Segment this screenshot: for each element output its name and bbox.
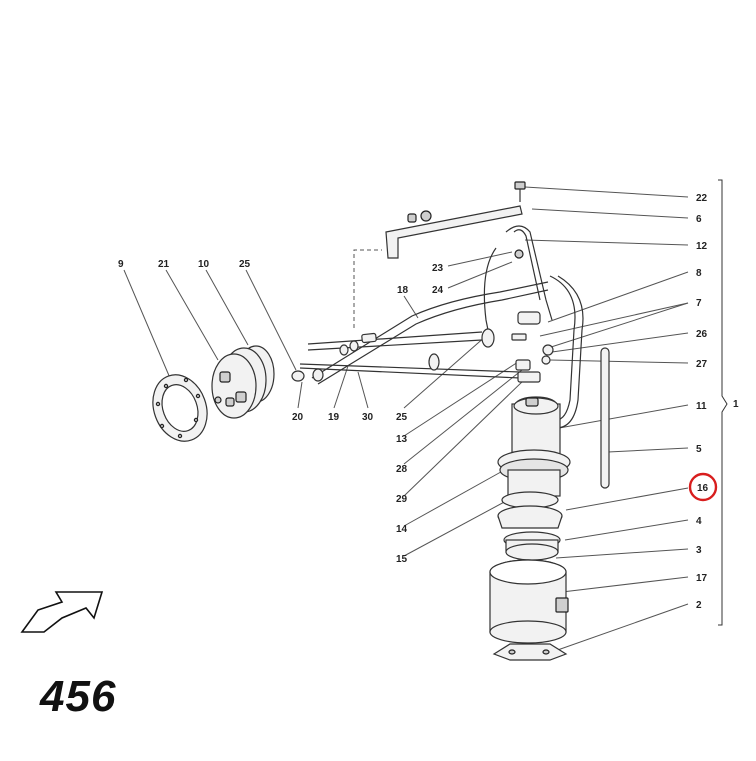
callout-label: 5 xyxy=(696,444,702,455)
pump-head-part xyxy=(211,345,305,419)
flange-part xyxy=(152,374,208,442)
callout-label: 10 xyxy=(198,259,210,270)
callout-label: 20 xyxy=(292,412,304,423)
callout-label: 27 xyxy=(696,359,708,370)
highlight-circle xyxy=(688,472,718,502)
group-callout-label: 1 xyxy=(733,399,739,410)
group-bracket xyxy=(718,179,728,626)
rod-part xyxy=(600,347,610,489)
breather-pipe xyxy=(483,225,584,429)
callout-label: 23 xyxy=(432,263,444,274)
callout-label: 30 xyxy=(362,412,374,423)
callout-labels: 22 6 12 8 7 26 27 11 5 16 4 3 17 2 1 9 2… xyxy=(118,193,739,611)
callout-label: 15 xyxy=(396,554,408,565)
callout-label: 24 xyxy=(432,285,444,296)
callout-label: 19 xyxy=(328,412,340,423)
callout-label: 29 xyxy=(396,494,408,505)
callout-label: 9 xyxy=(118,259,124,270)
callout-label: 3 xyxy=(696,545,702,556)
callout-label: 25 xyxy=(239,259,251,270)
callout-label: 16 xyxy=(697,483,709,494)
callout-label: 6 xyxy=(696,214,702,225)
outline-arrow-icon xyxy=(20,591,104,633)
callout-label: 28 xyxy=(396,464,408,475)
bolt-part xyxy=(514,181,526,202)
callout-label: 18 xyxy=(397,285,409,296)
callout-label: 12 xyxy=(696,241,708,252)
leader-lines xyxy=(123,186,689,653)
mounting-bracket xyxy=(353,205,523,328)
callout-label: 21 xyxy=(158,259,170,270)
sender-unit xyxy=(489,311,571,661)
callout-label: 7 xyxy=(696,298,702,309)
page-number: 456 xyxy=(40,672,117,721)
callout-label: 8 xyxy=(696,268,702,279)
callout-label: 22 xyxy=(696,193,708,204)
callout-label: 17 xyxy=(696,573,708,584)
callout-label: 2 xyxy=(696,600,702,611)
callout-label: 13 xyxy=(396,434,408,445)
fuel-lines xyxy=(299,281,549,385)
callout-label: 25 xyxy=(396,412,408,423)
callout-label: 26 xyxy=(696,329,708,340)
callout-label: 4 xyxy=(696,516,702,527)
callout-label: 11 xyxy=(696,401,707,412)
callout-label: 14 xyxy=(396,524,408,535)
